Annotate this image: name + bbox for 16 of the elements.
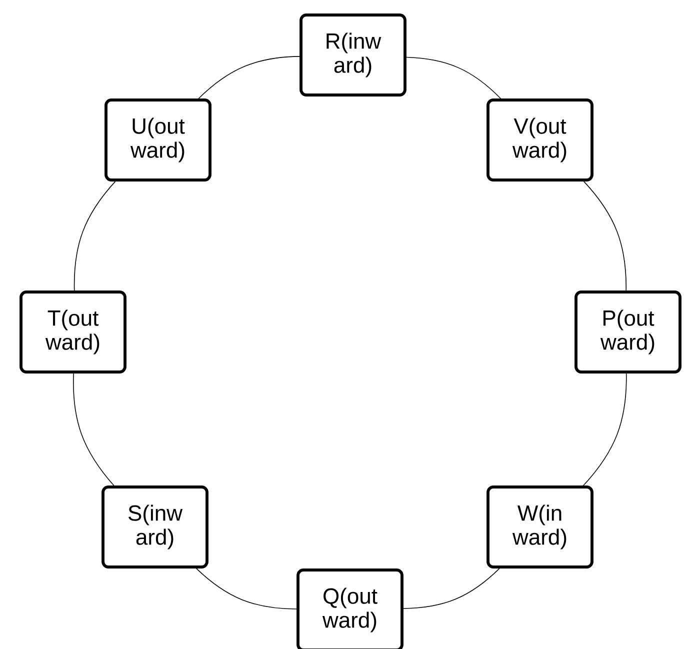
circle-arc <box>583 181 626 291</box>
label-box: W(in ward) <box>486 486 594 568</box>
label-box: Q(out ward) <box>296 568 404 649</box>
label-box: V(out ward) <box>486 98 594 182</box>
circle-arc <box>73 373 114 486</box>
label-box: T(out ward) <box>20 290 126 374</box>
label-box: R(inw ard) <box>300 14 406 96</box>
label-box: S(inw ard) <box>102 486 208 568</box>
label-box: P(out ward) <box>574 290 682 374</box>
circle-arc <box>196 568 297 610</box>
circle-arc <box>582 373 627 486</box>
circle-arc <box>406 56 502 99</box>
circle-arc <box>403 568 500 609</box>
circle-arc <box>198 56 300 99</box>
circle-arc <box>74 181 116 291</box>
label-box: U(out ward) <box>104 98 212 182</box>
